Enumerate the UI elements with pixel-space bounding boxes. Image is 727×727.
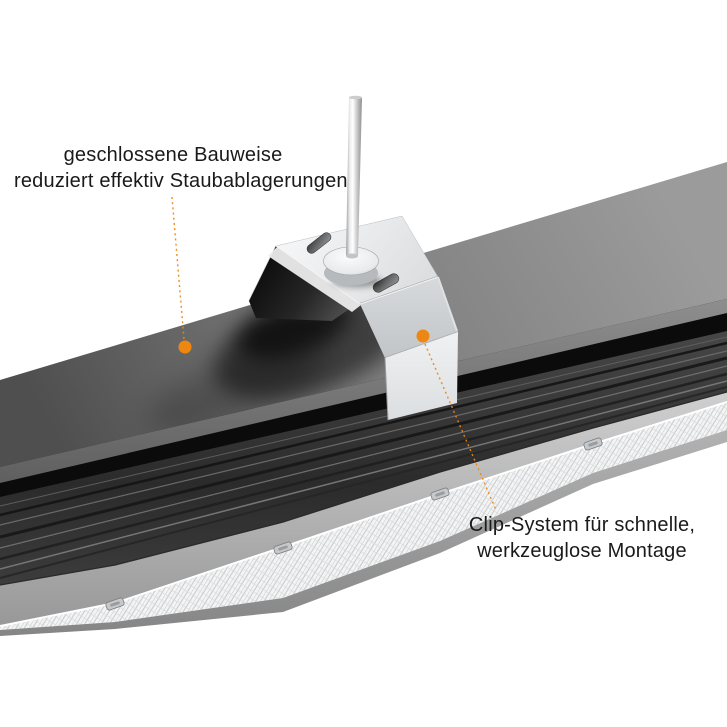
plate-slot-hole-right — [372, 273, 400, 293]
caption-clip-system: Clip-System für schnelle, werkzeuglose M… — [436, 512, 727, 564]
clip-rear-leg — [249, 246, 352, 321]
caption-dust-line1: geschlossene Bauweise — [63, 144, 283, 166]
trim-band — [0, 392, 727, 626]
plate-slot-hole-left — [306, 232, 332, 254]
extrusion-ridges — [0, 336, 727, 579]
housing-bevel-band — [0, 299, 727, 484]
leader-line-clip — [424, 343, 497, 511]
leader-line-dust — [171, 196, 185, 340]
clip-inner-bend-highlight — [268, 247, 361, 312]
caption-clip-line1: Clip-System für schnelle, — [468, 514, 696, 536]
diffuser-retaining-tabs — [105, 437, 603, 611]
plate-left-edge — [275, 245, 361, 305]
clip-corner-highlight — [437, 276, 458, 332]
callout-dot-dust — [178, 340, 192, 354]
trim-band-edge — [0, 391, 727, 586]
caption-clip-line2: werkzeuglose Montage — [477, 540, 687, 562]
caption-dust-protection: geschlossene Bauweise reduziert effektiv… — [14, 142, 348, 194]
clip-bend-highlight — [359, 276, 439, 305]
luminaire-body — [0, 162, 727, 636]
suspension-rod — [346, 97, 362, 256]
flap-left-edge — [384, 357, 389, 421]
rod-top-cap — [349, 95, 362, 100]
callout-markers — [171, 196, 497, 511]
diffuser-top-highlight — [0, 401, 727, 627]
rod-base-fillet — [346, 253, 358, 259]
caption-dust-line2: reduziert effektiv Staubablagerungen — [14, 170, 348, 192]
clip-front-flap — [385, 332, 458, 420]
callout-dot-clip — [416, 329, 430, 343]
mounting-clip — [248, 95, 459, 421]
housing-groove — [0, 313, 727, 498]
clip-angled-face — [360, 277, 458, 358]
